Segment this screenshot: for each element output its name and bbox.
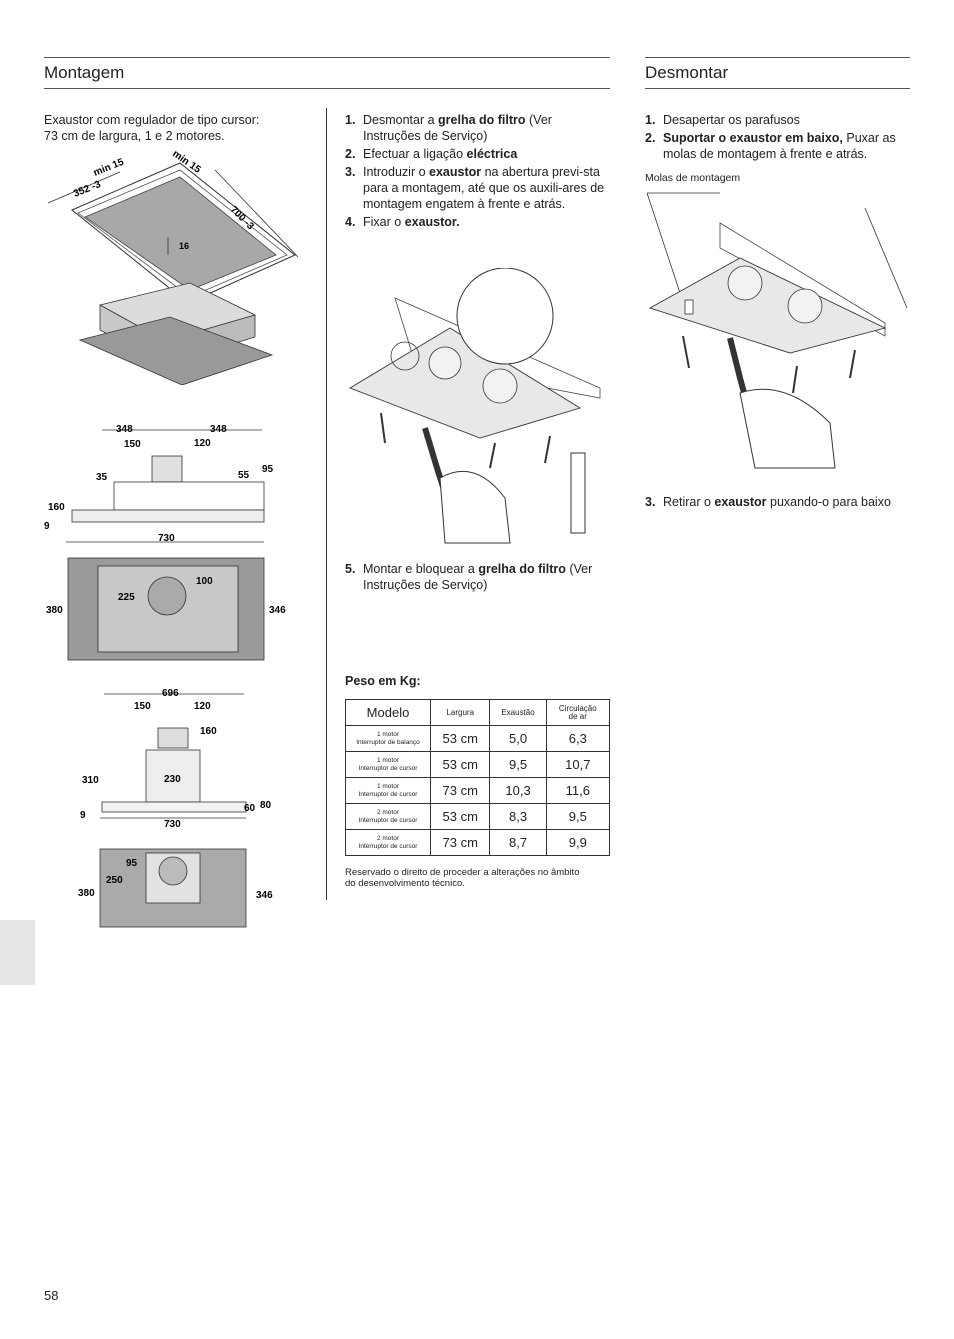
removal-steps: 1.Desapertar os parafusos 2.Suportar o e… (645, 112, 910, 164)
svg-text:150: 150 (124, 439, 141, 450)
page-number: 58 (44, 1288, 59, 1303)
step-2: 2.Efectuar a ligação eléctrica (345, 147, 518, 161)
svg-text:346: 346 (256, 890, 273, 901)
svg-text:60: 60 (244, 803, 256, 814)
insert-hood-illustration (348, 268, 601, 544)
svg-text:35: 35 (96, 472, 108, 483)
svg-text:380: 380 (78, 888, 95, 899)
svg-text:80: 80 (260, 800, 272, 811)
top-rule-left (44, 57, 610, 58)
dimensions-diagram-1: 348 348 150 120 35 55 95 160 9 730 100 2… (44, 424, 286, 661)
svg-text:9: 9 (80, 810, 86, 821)
springs-caption: Molas de montagem (645, 172, 741, 184)
step-4: 4.Fixar o exaustor. (345, 215, 460, 229)
weight-title: Peso em Kg: (345, 674, 421, 688)
svg-text:120: 120 (194, 701, 211, 712)
svg-text:9: 9 (44, 521, 50, 532)
svg-text:95: 95 (126, 858, 138, 869)
title-rule-left (44, 88, 610, 89)
col-exaustao: Exaustão (489, 699, 547, 726)
svg-text:160: 160 (200, 726, 217, 737)
step-3: 3.Introduzir o exaustor na abertura prev… (345, 165, 605, 211)
section-title-desmontar: Desmontar (645, 63, 729, 82)
svg-text:730: 730 (164, 819, 181, 830)
removal-step-2: 2.Suportar o exaustor em baixo, Puxar as… (645, 131, 896, 161)
svg-text:250: 250 (106, 875, 123, 886)
installation-cutout-diagram: min 15 min 15 352 -3 700 -3 16 (47, 148, 299, 385)
svg-text:120: 120 (194, 438, 211, 449)
svg-text:346: 346 (269, 605, 286, 616)
svg-text:380: 380 (46, 605, 63, 616)
col-modelo: Modelo (345, 699, 431, 726)
section-title-montagem: Montagem (44, 63, 125, 82)
removal-illustration (646, 192, 908, 469)
removal-step-3: 3.Retirar o exaustor puxando-o para baix… (645, 495, 891, 509)
step-1: 1.Desmontar a grelha do filtro (Ver Inst… (345, 113, 552, 143)
dim-352: 352 -3 (72, 179, 103, 200)
section-tab (0, 920, 35, 985)
svg-text:730: 730 (158, 533, 175, 544)
disclaimer: Reservado o direito de proceder a altera… (345, 867, 580, 889)
svg-text:150: 150 (134, 701, 151, 712)
svg-text:160: 160 (48, 502, 65, 513)
step-5-block: 5.Montar e bloquear a grelha do filtro (… (345, 561, 610, 595)
top-rule-right (645, 57, 910, 58)
title-rule-right (645, 88, 910, 89)
svg-text:100: 100 (196, 576, 213, 587)
svg-text:696: 696 (162, 688, 179, 699)
col-largura: Largura (429, 699, 491, 726)
svg-text:95: 95 (262, 464, 274, 475)
svg-text:348: 348 (116, 424, 133, 435)
intro-text: Exaustor com regulador de tipo cursor: 7… (44, 113, 260, 143)
dim-min15-left: min 15 (92, 157, 126, 179)
svg-text:55: 55 (238, 470, 250, 481)
svg-text:225: 225 (118, 592, 135, 603)
svg-text:230: 230 (164, 774, 181, 785)
column-divider (326, 108, 327, 900)
install-steps: 1.Desmontar a grelha do filtro (Ver Inst… (345, 112, 610, 232)
removal-step-1: 1.Desapertar os parafusos (645, 113, 800, 127)
dim-16: 16 (179, 241, 189, 251)
svg-text:348: 348 (210, 424, 227, 435)
svg-text:310: 310 (82, 775, 99, 786)
step-5: 5.Montar e bloquear a grelha do filtro (… (345, 562, 593, 592)
dimensions-diagram-2: 696 150 120 160 310 230 9 60 80 730 95 2… (78, 688, 273, 928)
removal-steps-2: 3.Retirar o exaustor puxando-o para baix… (645, 494, 915, 512)
